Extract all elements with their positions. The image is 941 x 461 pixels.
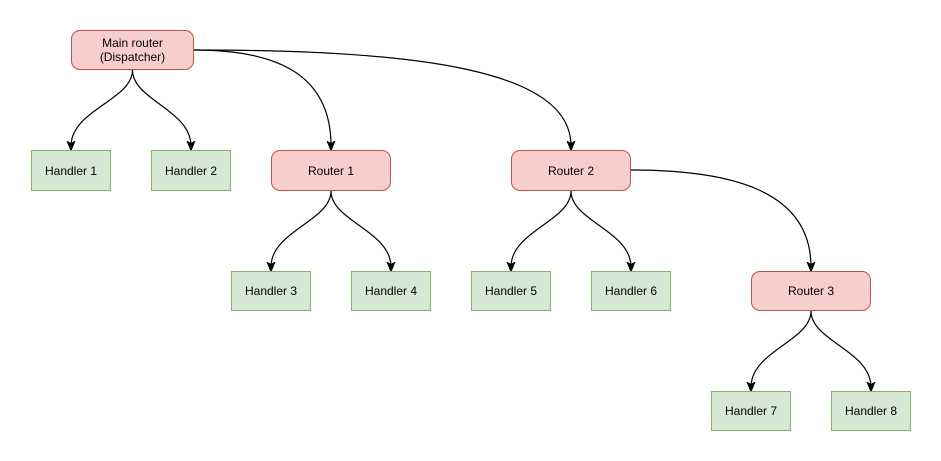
node-main-router[interactable]: Main router (Dispatcher) xyxy=(71,30,194,70)
node-handler-4[interactable]: Handler 4 xyxy=(351,271,431,311)
node-handler-1[interactable]: Handler 1 xyxy=(31,150,111,191)
node-router-2[interactable]: Router 2 xyxy=(511,150,631,191)
node-handler-5[interactable]: Handler 5 xyxy=(471,271,551,311)
edge-main-to-handler-2 xyxy=(131,69,192,146)
node-label: Router 2 xyxy=(547,163,595,178)
edge-router-3-to-handler-8 xyxy=(810,310,871,387)
edge-router-1-to-handler-3 xyxy=(271,190,332,267)
node-label: Handler 6 xyxy=(604,284,658,298)
node-handler-6[interactable]: Handler 6 xyxy=(591,271,671,311)
edge-main-to-router-2 xyxy=(193,49,571,146)
edge-router-2-to-handler-6 xyxy=(570,190,631,267)
edge-router-2-to-router-3 xyxy=(630,169,811,267)
edge-router-1-to-handler-4 xyxy=(330,190,391,267)
node-label: Handler 5 xyxy=(484,284,538,298)
node-label: Handler 2 xyxy=(164,163,218,178)
node-handler-8[interactable]: Handler 8 xyxy=(831,391,911,431)
node-label: Router 1 xyxy=(307,163,355,178)
node-router-3[interactable]: Router 3 xyxy=(751,271,871,311)
edge-main-to-handler-1 xyxy=(71,69,134,146)
node-router-1[interactable]: Router 1 xyxy=(271,150,391,191)
node-handler-2[interactable]: Handler 2 xyxy=(151,150,231,191)
node-handler-7[interactable]: Handler 7 xyxy=(711,391,791,431)
edge-router-3-to-handler-7 xyxy=(751,310,812,387)
node-label: Router 3 xyxy=(787,284,835,298)
node-label: Handler 1 xyxy=(44,163,98,178)
node-handler-3[interactable]: Handler 3 xyxy=(231,271,311,311)
node-label: Handler 3 xyxy=(244,284,298,298)
node-label: Handler 8 xyxy=(844,404,898,418)
edge-main-to-router-1 xyxy=(193,49,331,146)
node-label: Handler 4 xyxy=(364,284,418,298)
edge-router-2-to-handler-5 xyxy=(511,190,572,267)
node-label: Handler 7 xyxy=(724,404,778,418)
node-label: Main router (Dispatcher) xyxy=(99,36,166,64)
